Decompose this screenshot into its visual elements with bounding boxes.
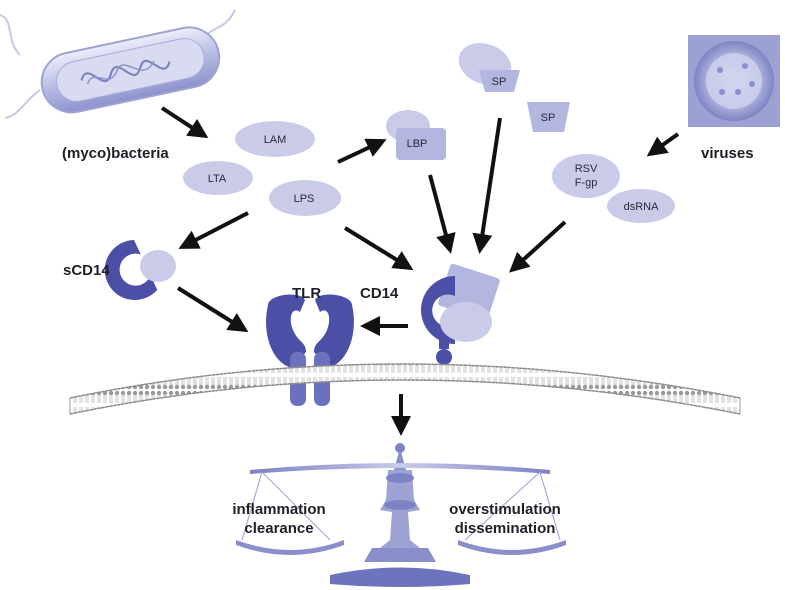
lam-ellipse: LAM [235,121,315,157]
lta-ellipse: LTA [183,161,253,195]
arrow-viruses-to-ligands [646,132,680,157]
tlr-receptor [266,294,354,406]
arrow-ligands-to-cd14 [343,226,414,271]
lps-ellipse: LPS [269,180,341,216]
arrow-bacteria-to-ligands [160,106,209,139]
rsv-label-line1: RSV [575,163,598,175]
bacteria-label: (myco)bacteria [62,145,169,162]
lps-label: LPS [294,193,315,205]
scd14-receptor [104,239,176,300]
dissemination-label: dissemination [455,520,556,537]
arrow-ligands-to-scd14 [178,211,249,249]
bacterium-icon [0,9,236,119]
virus-icon [688,35,780,127]
cell-membrane [69,363,741,415]
arrow-virus-ligands-to-cd14 [509,220,567,273]
lbp-protein: LBP [386,110,446,160]
cd14-receptor [421,263,500,365]
lbp-label: LBP [407,138,428,150]
lam-label: LAM [264,134,287,146]
arrow-ligands-to-lbp [337,138,387,164]
rsv-label-line2: F-gp [575,177,598,189]
dsrna-ellipse: dsRNA [607,189,675,223]
arrow-scd14-to-tlr [176,286,249,333]
inflammation-label: inflammation [232,501,325,518]
arrow-sp-to-cd14 [472,117,502,254]
clearance-label: clearance [244,520,313,537]
viruses-label: viruses [701,145,754,162]
sp-label-1: SP [492,76,507,88]
overstimulation-label: overstimulation [449,501,561,518]
dsrna-label: dsRNA [624,201,660,213]
sp-protein-2: SP [527,102,570,132]
arrows [160,106,680,436]
scd14-label: sCD14 [63,262,110,279]
cd14-label: CD14 [360,285,399,302]
tlr-label: TLR [292,285,321,302]
arrow-lbp-to-cd14 [428,174,456,254]
lta-label: LTA [208,173,227,185]
sp-protein-1: SP [458,43,520,92]
sp-label-2: SP [541,112,556,124]
rsv-fgp-ellipse: RSV F-gp [552,154,620,198]
balance-scale-icon [236,443,566,587]
